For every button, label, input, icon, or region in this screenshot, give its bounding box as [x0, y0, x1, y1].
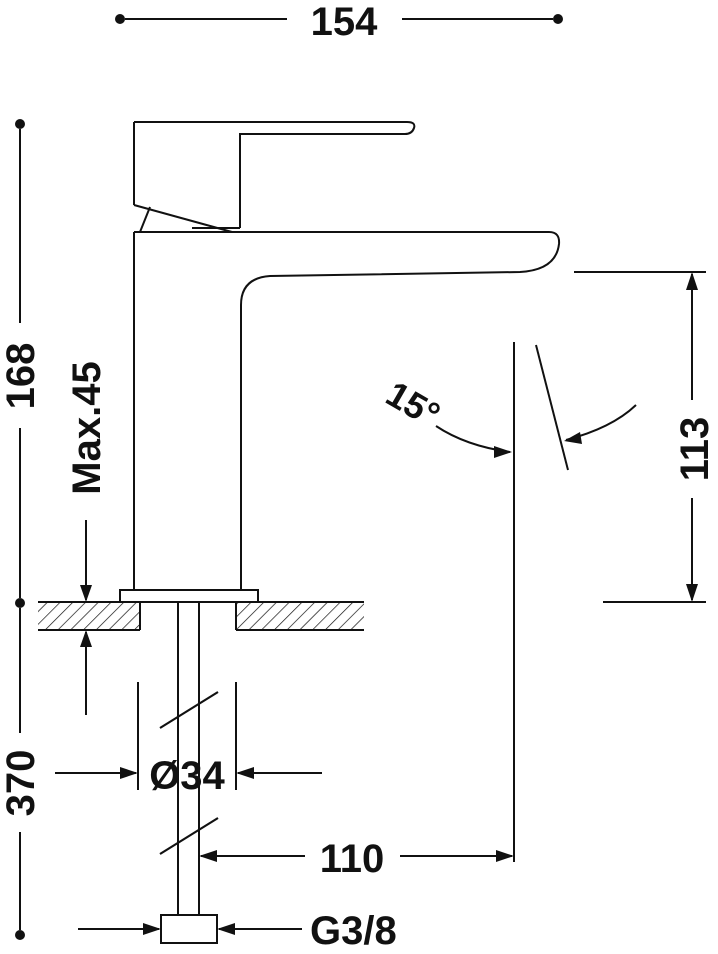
width-label: 154	[311, 0, 378, 44]
diameter-label: Ø34	[149, 754, 225, 798]
faucet-handle	[133, 121, 416, 233]
dimension-dot	[15, 930, 25, 940]
thread-connector	[160, 914, 218, 944]
height-dimension-line	[15, 119, 25, 940]
max-deck-dimension	[80, 520, 92, 715]
countertop-section	[38, 601, 364, 631]
diameter-dimension	[55, 682, 322, 790]
angle-dimension	[435, 344, 637, 471]
reach-label: 110	[320, 837, 385, 881]
total-height-label: 168	[0, 343, 43, 410]
dimension-dot	[15, 598, 25, 608]
reach-dimension	[199, 342, 515, 862]
hose-length-label: 370	[0, 750, 43, 817]
spout-height-label: 113	[673, 417, 717, 482]
dimension-dot	[553, 14, 563, 24]
faucet-base	[119, 589, 259, 603]
thread-dimension	[78, 923, 302, 935]
spout-height-dimension	[574, 271, 706, 603]
dimension-dot	[115, 14, 125, 24]
max-deck-label: Max.45	[65, 361, 109, 494]
dimension-dot	[15, 119, 25, 129]
width-dimension	[115, 14, 563, 24]
faucet-body	[119, 231, 561, 603]
thread-label: G3/8	[310, 909, 397, 953]
